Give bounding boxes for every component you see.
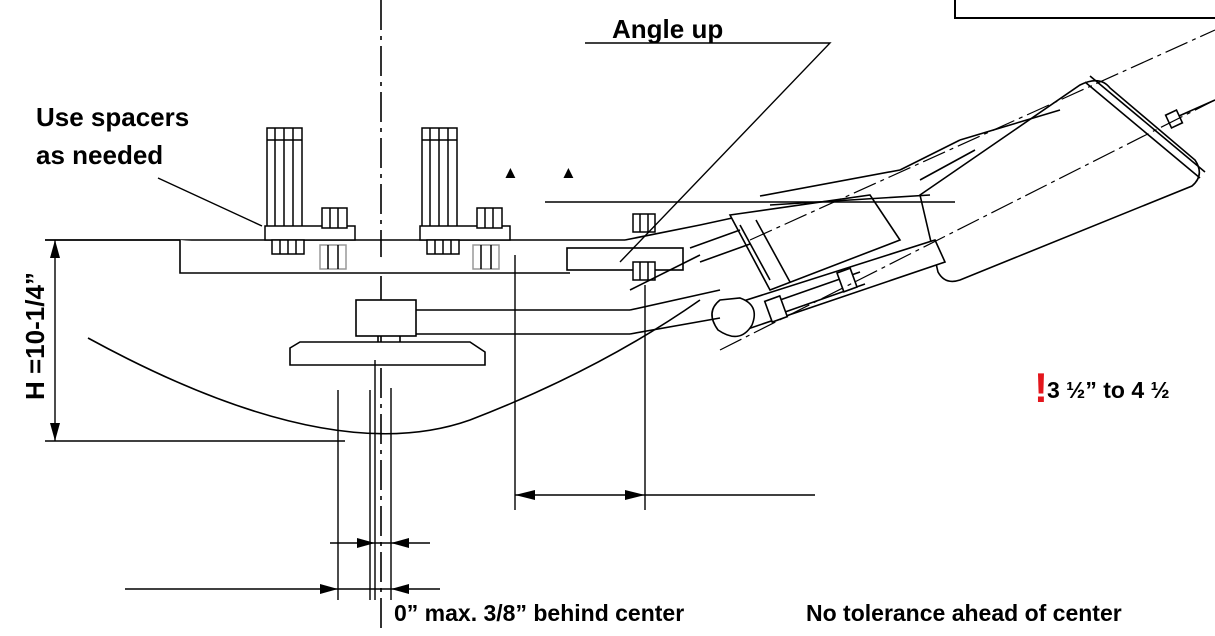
spacer-bolt-left: [264, 127, 356, 270]
chamber-center-line: [719, 99, 1215, 351]
label-range: 3 ½” to 4 ½: [1047, 377, 1170, 403]
triangle-marker-right: ▲: [560, 163, 577, 182]
label-height: H =10-1/4”: [20, 272, 50, 400]
label-angle-up: Angle up: [612, 14, 723, 44]
triangle-marker-left: ▲: [502, 163, 519, 182]
center-tolerance-dimension: [125, 360, 440, 600]
chamber-rod-line: [749, 29, 1215, 241]
drum-arc: [87, 299, 701, 435]
slack-adjuster-bolt: [632, 213, 656, 281]
height-dimension: [45, 239, 345, 442]
title-box: [954, 0, 1215, 19]
warning-icon: !: [1034, 364, 1048, 411]
slack-adjuster-arm: [629, 239, 947, 338]
label-as-needed: as needed: [36, 140, 163, 170]
label-use-spacers: Use spacers: [36, 102, 189, 132]
brake-chamber: [689, 75, 1215, 292]
label-behind-center: 0” max. 3/8” behind center: [394, 600, 684, 626]
cam-assembly: [289, 299, 630, 366]
spacer-bolt-right: [419, 127, 511, 270]
range-dimension: [514, 255, 815, 510]
label-ahead-center: No tolerance ahead of center: [806, 600, 1122, 626]
leader-lines: [157, 42, 832, 263]
